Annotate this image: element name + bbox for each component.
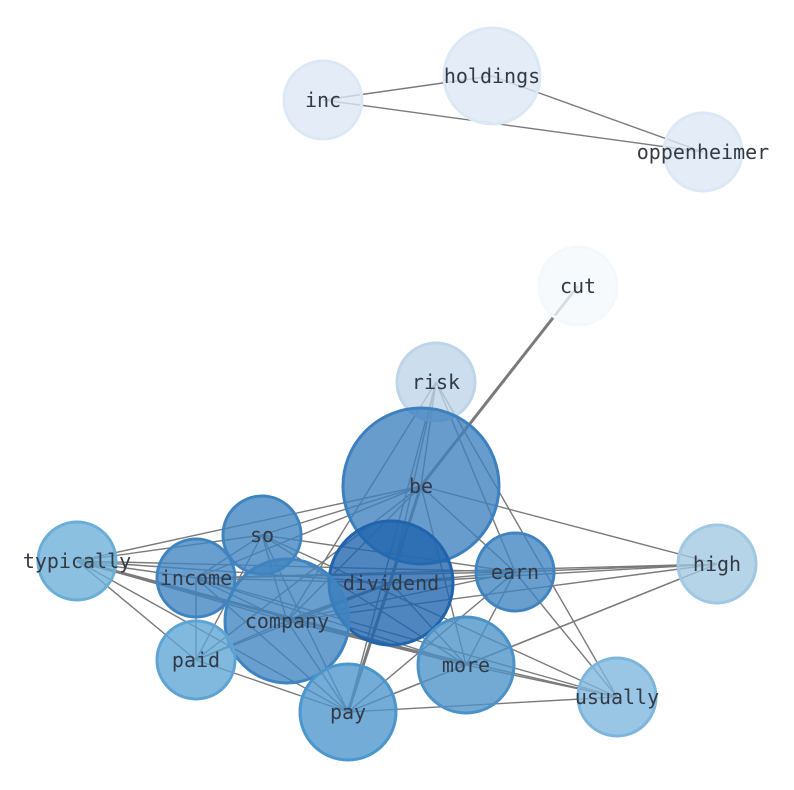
node-circle-cut xyxy=(537,245,619,327)
node-label-usually: usually xyxy=(575,685,659,709)
node-company: company xyxy=(223,557,351,685)
node-circle-income xyxy=(155,537,237,619)
node-oppenheimer: oppenheimer xyxy=(637,111,769,193)
node-label-pay: pay xyxy=(330,700,366,724)
node-label-company: company xyxy=(245,609,329,633)
node-label-income: income xyxy=(160,566,232,590)
node-earn: earn xyxy=(474,531,556,613)
node-inc: inc xyxy=(282,59,364,141)
node-high: high xyxy=(676,523,758,605)
node-circle-oppenheimer xyxy=(662,111,744,193)
node-label-high: high xyxy=(693,552,741,576)
node-income: income xyxy=(155,537,237,619)
node-circle-holdings xyxy=(442,26,542,126)
node-circle-more xyxy=(416,615,516,715)
node-paid: paid xyxy=(155,619,237,701)
node-circle-paid xyxy=(155,619,237,701)
node-more: more xyxy=(416,615,516,715)
node-circle-inc xyxy=(282,59,364,141)
node-holdings: holdings xyxy=(442,26,542,126)
node-cut: cut xyxy=(537,245,619,327)
node-circle-high xyxy=(676,523,758,605)
node-usually: usually xyxy=(575,656,659,738)
node-circle-company xyxy=(223,557,351,685)
node-pay: pay xyxy=(298,662,398,762)
node-circle-earn xyxy=(474,531,556,613)
node-circle-usually xyxy=(576,656,658,738)
edge-inc-oppenheimer xyxy=(322,99,704,153)
node-circle-typically xyxy=(36,520,118,602)
node-label-oppenheimer: oppenheimer xyxy=(637,140,769,164)
node-typically: typically xyxy=(23,520,131,602)
node-label-typically: typically xyxy=(23,549,131,573)
node-label-be: be xyxy=(409,474,433,498)
node-label-cut: cut xyxy=(560,274,596,298)
node-label-so: so xyxy=(250,523,274,547)
node-label-inc: inc xyxy=(305,88,341,112)
node-label-holdings: holdings xyxy=(444,64,540,88)
node-layer: holdings inc oppenheimer cut risk be so typical… xyxy=(23,26,769,762)
node-risk: risk xyxy=(395,341,477,423)
node-circle-pay xyxy=(298,662,398,762)
node-label-earn: earn xyxy=(491,560,539,584)
node-label-dividend: dividend xyxy=(343,571,439,595)
node-label-paid: paid xyxy=(172,648,220,672)
node-label-more: more xyxy=(442,653,490,677)
node-label-risk: risk xyxy=(412,370,460,394)
